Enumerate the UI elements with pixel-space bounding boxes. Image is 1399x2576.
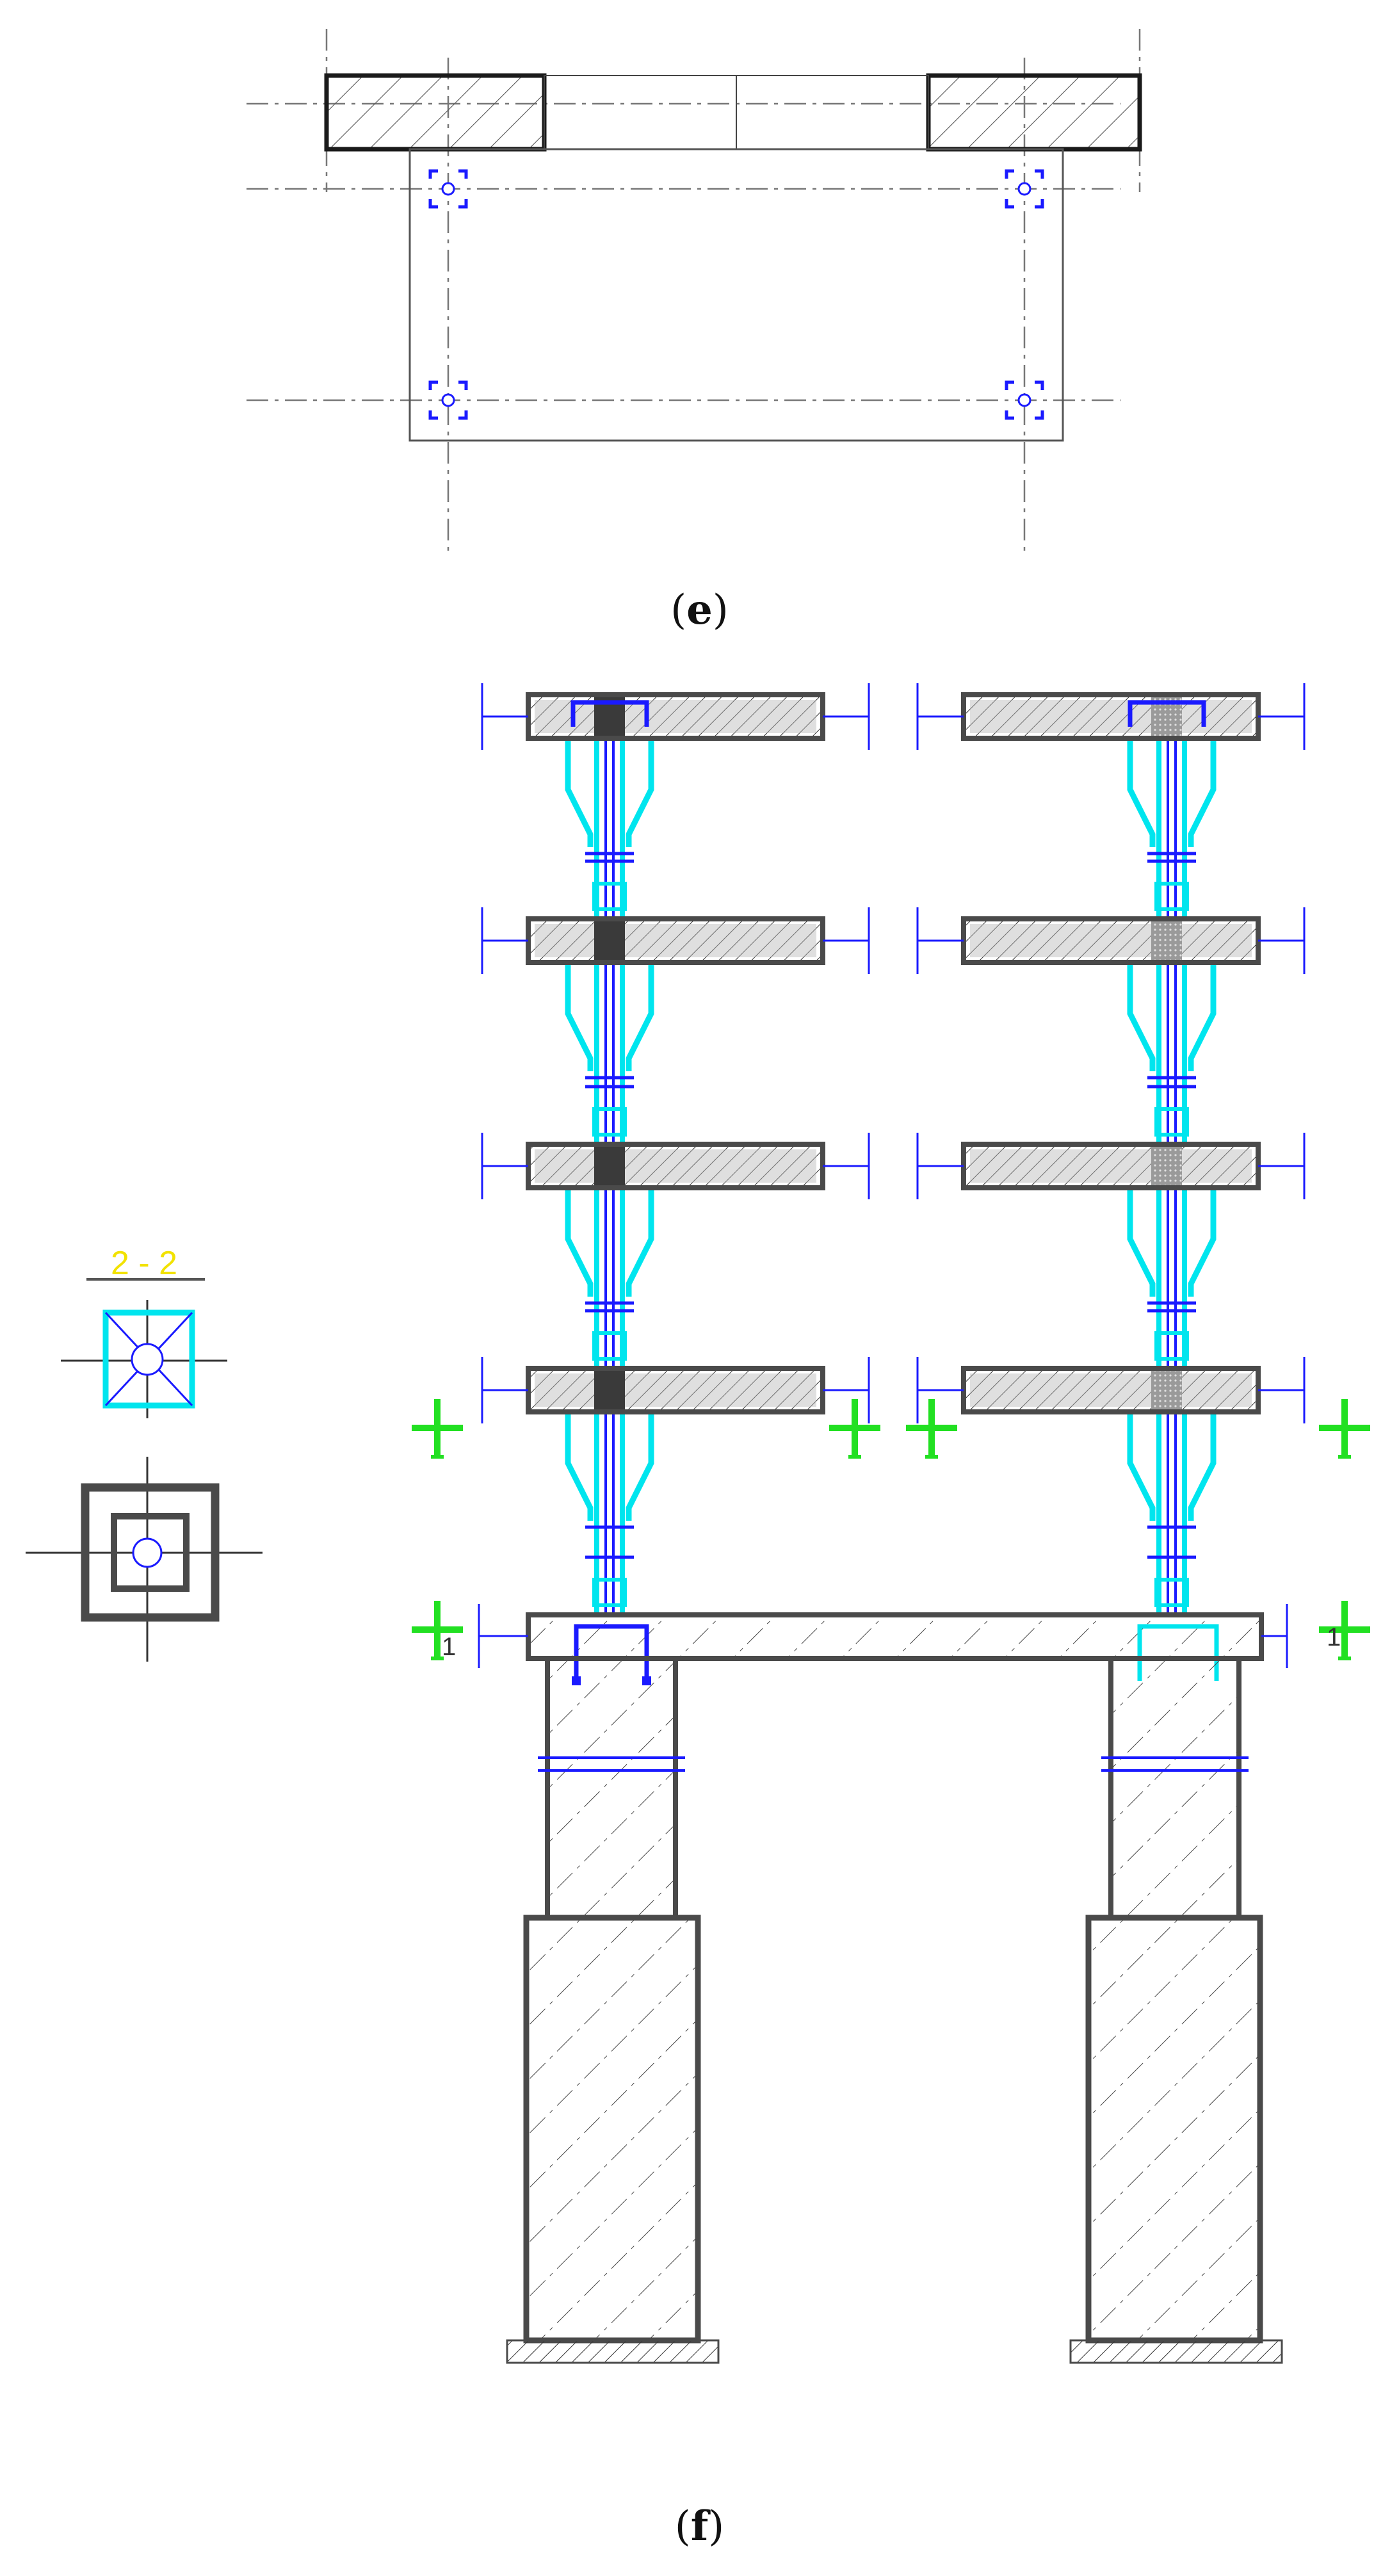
anchor-bolt-icon: [428, 169, 468, 209]
coupler-box: [1154, 1578, 1189, 1607]
caption-e: (e): [0, 586, 1399, 634]
coupler-box: [1154, 1331, 1189, 1361]
section-cut-marker-icon: [61, 1300, 227, 1418]
side-mark-label-left: 1: [442, 1633, 456, 1661]
floor-slabs: [481, 683, 1306, 1423]
column-sleeve: [1127, 1412, 1217, 1615]
caption-f-open: (: [674, 2503, 691, 2550]
floor-slab: [481, 907, 870, 974]
caption-f-close: ): [708, 2503, 725, 2550]
elevation-view-f: 1 1 2 - 2: [26, 683, 1370, 2364]
sleeve-icon: [1127, 1412, 1156, 1521]
plan-view-e: [247, 29, 1142, 551]
caption-f: (f): [0, 2502, 1399, 2550]
section-cut-marker-icon: [1319, 1601, 1370, 1660]
plan-base-slab: [408, 148, 1064, 442]
column-sleeve: [1127, 962, 1217, 1144]
beam-column-connector-icon: [1128, 700, 1206, 727]
anchor-bolt-icon: [428, 169, 1044, 420]
column-cross-section-icon: [26, 1457, 263, 1662]
column-sleeve: [565, 1188, 654, 1368]
section-cut-marker-icon: [1319, 1399, 1370, 1459]
section-detail: 2 - 2: [26, 1245, 263, 1662]
sleeve-icon: [565, 1188, 594, 1297]
sleeve-icon: [626, 1188, 654, 1297]
section-cut-marker-icon: [412, 1399, 463, 1459]
floor-slab: [916, 907, 1306, 974]
coupler-box: [1154, 882, 1189, 911]
coupler-box: [592, 1331, 627, 1361]
column-sleeve: [1127, 738, 1217, 919]
sleeve-icon: [626, 738, 654, 847]
column-sleeve: [565, 738, 654, 919]
column-sleeves: [565, 738, 1217, 1615]
joint-block: [1151, 1147, 1182, 1185]
section-cut-marker-icon: [829, 1399, 880, 1459]
caption-e-open: (: [670, 587, 687, 634]
sleeve-icon: [565, 962, 594, 1071]
floor-slab: [916, 1133, 1306, 1199]
coupler-box: [1154, 1107, 1189, 1137]
floor-slab: [916, 683, 1306, 750]
section-cut-marker-icon: [906, 1399, 957, 1459]
sleeve-icon: [1127, 1188, 1156, 1297]
floor-slab: [481, 683, 870, 750]
side-mark-labels: 1 1: [442, 1623, 1341, 1661]
column-sleeve: [565, 1412, 654, 1615]
joint-block: [594, 1147, 625, 1185]
column-sleeve: [1127, 1188, 1217, 1368]
joint-block: [594, 921, 625, 960]
floor-slab: [481, 1133, 870, 1199]
column-sleeve: [565, 962, 654, 1144]
caption-e-letter: e: [686, 586, 713, 634]
beam-column-connector-icon: [570, 700, 649, 727]
sleeve-icon: [565, 738, 594, 847]
side-mark-label-right: 1: [1327, 1623, 1341, 1651]
pedestal-columns: [538, 1656, 1249, 1920]
anchor-bolt-icon: [428, 380, 468, 420]
anchor-bolt-icon: [1005, 169, 1044, 209]
anchor-bolt-icon: [1005, 380, 1044, 420]
section-cut-marker-icon: [412, 1399, 1370, 1660]
footings: [506, 1915, 1283, 2364]
sleeve-icon: [626, 962, 654, 1071]
section-cut-marker-icon: [412, 1601, 463, 1660]
base-beam: [478, 1604, 1288, 1685]
joint-block: [1151, 921, 1182, 960]
sleeve-icon: [1127, 962, 1156, 1071]
floor-slab: [481, 1357, 870, 1423]
sleeve-icon: [1188, 1412, 1217, 1521]
sleeve-icon: [1188, 962, 1217, 1071]
sleeve-icon: [1127, 738, 1156, 847]
floor-slab: [916, 1357, 1306, 1423]
plan-beam: [324, 73, 1142, 152]
sleeve-icon: [565, 1412, 594, 1521]
coupler-box: [592, 1107, 627, 1137]
sleeve-icon: [626, 1412, 654, 1521]
joint-block: [1151, 1371, 1182, 1409]
coupler-box: [592, 882, 627, 911]
caption-e-close: ): [712, 587, 729, 634]
joint-block: [594, 1371, 625, 1409]
sleeve-icon: [1188, 738, 1217, 847]
caption-f-letter: f: [690, 2502, 709, 2550]
sleeve-icon: [1188, 1188, 1217, 1297]
coupler-box: [592, 1578, 627, 1607]
section-mark-label: 2 - 2: [111, 1245, 177, 1282]
